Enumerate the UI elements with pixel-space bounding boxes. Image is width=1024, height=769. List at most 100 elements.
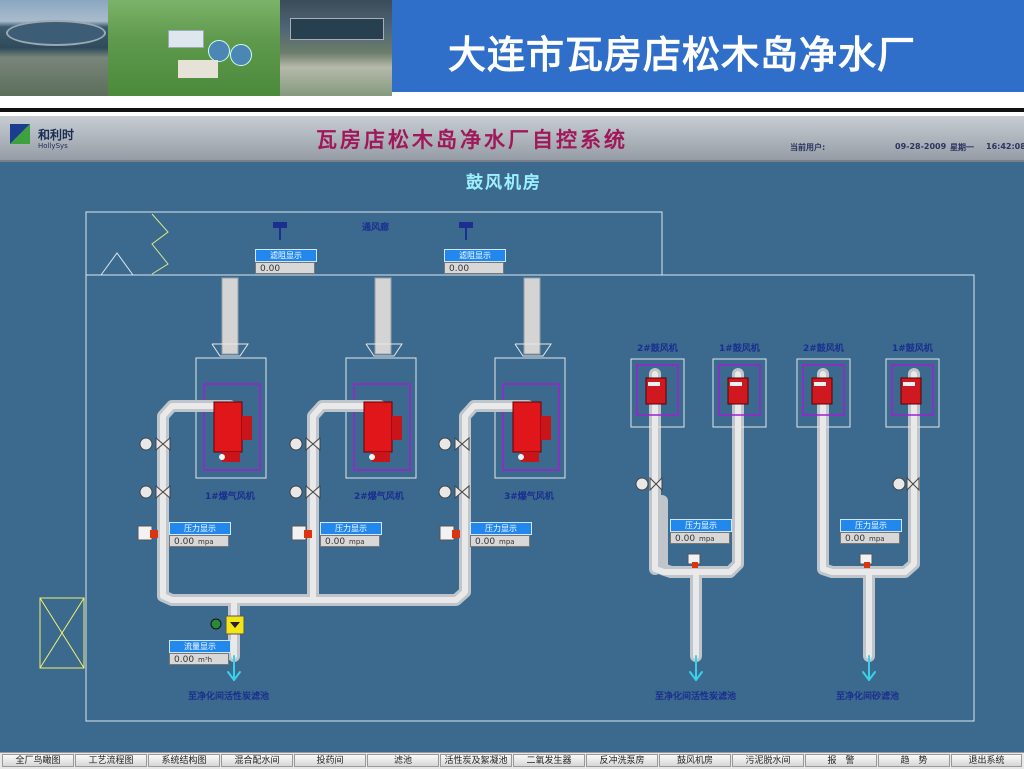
resistance-value: 0.00 [444, 262, 504, 274]
fan-icon-1 [273, 222, 287, 240]
resistance-display-1[interactable]: 滤阻显示 0.00 [255, 249, 317, 274]
flow-caption: 流量显示 [169, 640, 231, 653]
blower-label-3: 3#爆气风机 [504, 492, 554, 502]
small-blower-motor-2[interactable] [727, 377, 749, 405]
nav-sludge-dewatering[interactable]: 污泥脱水间 [732, 754, 804, 767]
photo-clarifier [0, 0, 108, 96]
door-outline [39, 597, 85, 669]
pressure-transmitter-icon-2 [291, 525, 312, 541]
valve-icon-2a[interactable] [289, 436, 321, 452]
banner-title-box: 大连市瓦房店松木岛净水厂 [392, 0, 1024, 92]
resistance-value: 0.00 [255, 262, 315, 274]
small-blower-enclosure-2 [712, 358, 767, 428]
pressure-caption: 压力显示 [320, 522, 382, 535]
nav-process-flow[interactable]: 工艺流程图 [75, 754, 147, 767]
nav-system-structure[interactable]: 系统结构图 [148, 754, 220, 767]
small-blower-label-3: 2#鼓风机 [803, 344, 844, 354]
pressure-value: 0.00 [475, 537, 496, 547]
small-blower-enclosure-4 [885, 358, 940, 428]
destination-label-mid: 至净化间活性炭滤池 [655, 692, 737, 702]
blower-motor-3[interactable] [512, 401, 551, 462]
photo-tanks [280, 0, 392, 96]
pressure-caption: 压力显示 [670, 519, 732, 532]
valve-icon-2b[interactable] [289, 484, 321, 500]
pressure-unit: mpa [349, 538, 365, 546]
flow-value: 0.00 [174, 655, 195, 665]
valve-icon-5[interactable] [892, 476, 920, 492]
flow-meter-icon [210, 615, 245, 635]
current-user-label: 当前用户: [790, 143, 826, 152]
nav-alarm[interactable]: 报 警 [805, 754, 877, 767]
resistance-caption: 滤阻显示 [255, 249, 317, 262]
small-blower-enclosure-3 [796, 358, 851, 428]
process-diagram [39, 211, 975, 722]
pressure-transmitter-icon-1 [137, 525, 158, 541]
hollysys-logo: 和利时 HollySys [8, 122, 80, 154]
blower-motor-1[interactable] [213, 401, 252, 462]
pressure-caption: 压力显示 [840, 519, 902, 532]
corridor-label: 通风廊 [362, 223, 390, 233]
nav-dioxide-generator[interactable]: 二氧发生器 [513, 754, 585, 767]
small-blower-motor-4[interactable] [900, 377, 922, 405]
nav-carbon-flocculation[interactable]: 活性炭及絮凝池 [440, 754, 512, 767]
scada-header: 和利时 HollySys 瓦房店松木岛净水厂自控系统 当前用户: 09-28-2… [0, 116, 1024, 162]
blower-motor-2[interactable] [363, 401, 402, 462]
nav-exit[interactable]: 退出系统 [951, 754, 1022, 767]
fan-icon-2 [459, 222, 473, 240]
blower-room-outline [85, 274, 975, 722]
pressure-transmitter-icon-3 [439, 525, 460, 541]
pressure-caption: 压力显示 [169, 522, 231, 535]
valve-icon-1b[interactable] [139, 484, 171, 500]
valve-icon-3a[interactable] [438, 436, 470, 452]
destination-label-left: 至净化间活性炭滤池 [188, 692, 270, 702]
air-intake-pipe-1 [221, 277, 239, 355]
nav-filter[interactable]: 滤池 [367, 754, 439, 767]
pressure-unit: mpa [869, 535, 885, 543]
time-display: 16:42:08 [986, 142, 1024, 151]
air-intake-pipe-2 [374, 277, 392, 355]
resistance-display-2[interactable]: 滤阻显示 0.00 [444, 249, 506, 274]
nav-dosing-room[interactable]: 投药间 [294, 754, 366, 767]
small-blower-label-1: 2#鼓风机 [637, 344, 678, 354]
banner-title: 大连市瓦房店松木岛净水厂 [448, 33, 917, 77]
small-blower-enclosure-1 [630, 358, 685, 428]
valve-icon-3b[interactable] [438, 484, 470, 500]
logo-subtext: HollySys [38, 142, 68, 150]
pressure-value: 0.00 [845, 534, 866, 544]
page-title: 鼓风机房 [466, 173, 542, 193]
flow-arrow-left [227, 655, 241, 681]
small-blower-motor-1[interactable] [645, 377, 667, 405]
small-blower-label-2: 1#鼓风机 [719, 344, 760, 354]
blower-label-1: 1#爆气风机 [205, 492, 255, 502]
pressure-value: 0.00 [174, 537, 195, 547]
pressure-caption: 压力显示 [470, 522, 532, 535]
pressure-transmitter-icon-4 [687, 553, 701, 568]
valve-icon-4[interactable] [635, 476, 663, 492]
date-display: 09-28-2009 [895, 142, 947, 151]
nav-backwash-pump[interactable]: 反冲洗泵房 [586, 754, 658, 767]
flow-unit: m³h [198, 656, 213, 664]
nav-blower-room[interactable]: 鼓风机房 [659, 754, 731, 767]
nav-plant-overview[interactable]: 全厂鸟瞰图 [2, 754, 74, 767]
system-title: 瓦房店松木岛净水厂自控系统 [316, 127, 628, 152]
weekday-display: 星期一 [950, 143, 974, 152]
nav-trend[interactable]: 趋 势 [878, 754, 950, 767]
blower-enclosure-2 [345, 357, 417, 479]
roof-outline [100, 252, 134, 276]
flow-arrow-mid [689, 655, 703, 681]
small-blower-motor-3[interactable] [811, 377, 833, 405]
nav-mixing-distribution[interactable]: 混合配水间 [221, 754, 293, 767]
valve-icon-1a[interactable] [139, 436, 171, 452]
blower-label-2: 2#爆气风机 [354, 492, 404, 502]
